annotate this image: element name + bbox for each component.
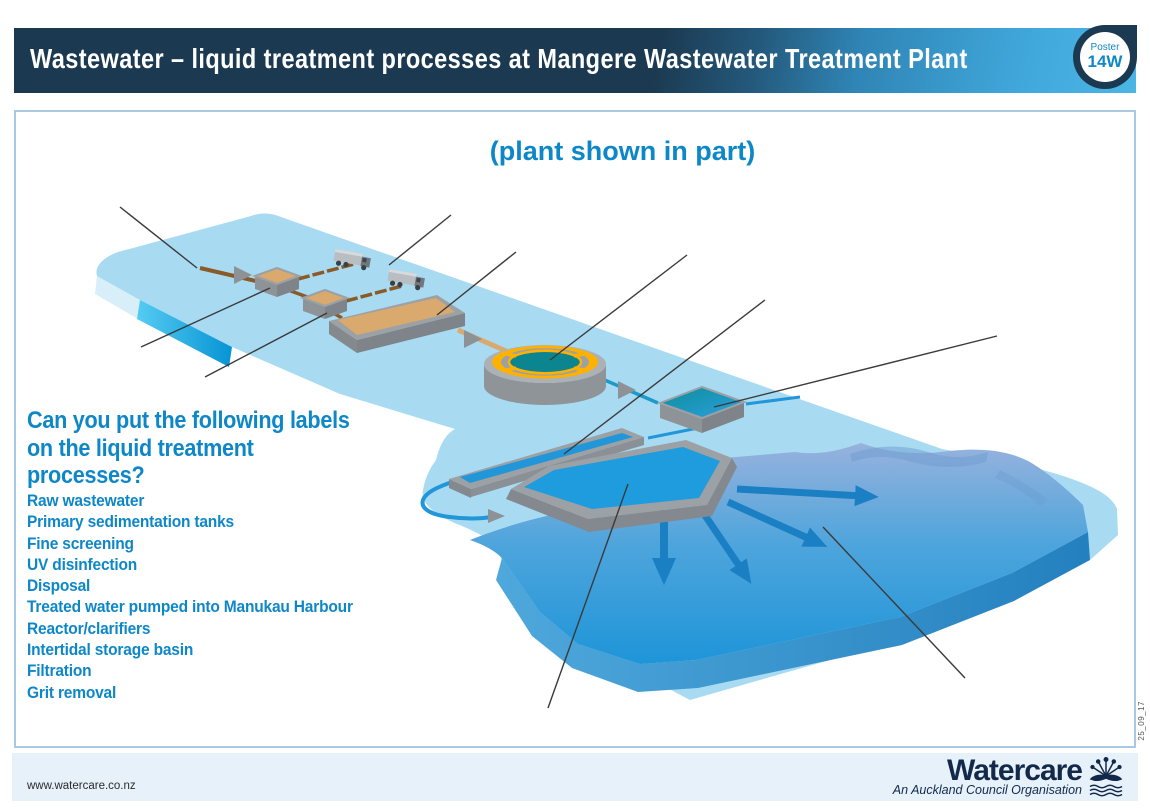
- logo-tagline: An Auckland Council Organisation: [892, 783, 1082, 797]
- plant-caption: (plant shown in part): [489, 136, 756, 166]
- label-item: Fine screening: [27, 534, 134, 553]
- website-url: www.watercare.co.nz: [27, 780, 136, 792]
- fern-icon: [1089, 757, 1123, 782]
- label-item: Treated water pumped into Manukau Harbou…: [27, 598, 353, 617]
- label-item: Grit removal: [27, 683, 117, 702]
- label-item: Primary sedimentation tanks: [27, 513, 234, 532]
- question-line: on the liquid treatment: [27, 434, 254, 462]
- poster-badge-inner: Poster 14W: [1080, 32, 1130, 82]
- question-line: Can you put the following labels: [27, 407, 350, 434]
- badge-code: 14W: [1087, 52, 1123, 72]
- label-item: Reactor/clarifiers: [27, 619, 151, 638]
- date-note: 25_09_17: [1137, 701, 1146, 741]
- question-text: Can you put the following labels on the …: [27, 407, 350, 490]
- question-line: processes?: [27, 462, 145, 490]
- label-item: Raw wastewater: [27, 492, 145, 510]
- waves-icon: [1089, 784, 1123, 797]
- watercare-wordmark: Watercare: [947, 754, 1083, 787]
- poster-title: Wastewater – liquid treatment processes …: [30, 43, 968, 74]
- badge-label: Poster: [1090, 42, 1120, 54]
- footer-band: www.watercare.co.nz Watercare An Aucklan…: [12, 753, 1138, 801]
- header-banner: Wastewater – liquid treatment processes …: [14, 28, 1136, 93]
- label-item: UV disinfection: [27, 555, 138, 574]
- label-item: Disposal: [27, 577, 91, 596]
- poster-badge: Poster 14W: [1073, 25, 1137, 89]
- label-item: Filtration: [27, 662, 92, 681]
- label-item: Intertidal storage basin: [27, 641, 194, 660]
